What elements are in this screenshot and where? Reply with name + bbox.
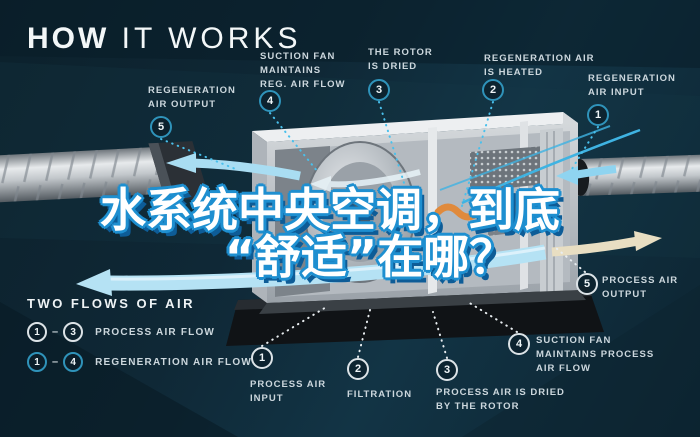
badge-regeneration-4: 4 bbox=[259, 90, 281, 112]
badge-regeneration-3: 3 bbox=[368, 79, 390, 101]
label-filtration: FILTRATION bbox=[347, 389, 413, 400]
badge-regeneration-5: 5 bbox=[150, 116, 172, 138]
label-regeneration-air-output: REGENERATION AIR OUTPUT bbox=[148, 85, 236, 110]
label-suction-fan-process: SUCTION FAN MAINTAINS PROCESS AIR FLOW bbox=[536, 335, 655, 374]
leader-lines bbox=[160, 101, 599, 359]
legend-row-regeneration: 1 – 4 REGENERATION AIR FLOW bbox=[27, 351, 252, 373]
badge-regeneration-1: 1 bbox=[587, 104, 609, 126]
regeneration-output-arrow bbox=[166, 153, 301, 181]
title-bold: HOW bbox=[27, 22, 110, 55]
legend-row-process: 1 – 3 PROCESS AIR FLOW bbox=[27, 321, 252, 343]
badge-regeneration-2: 2 bbox=[482, 79, 504, 101]
process-output-cream-arrow bbox=[551, 231, 662, 257]
inner-flow-line-1 bbox=[461, 128, 641, 205]
label-rotor-is-dried: THE ROTOR IS DRIED bbox=[368, 47, 433, 72]
badge-process-5: 5 bbox=[576, 273, 598, 295]
headline-line-2: “舒适”在哪？ bbox=[224, 230, 516, 284]
label-process-air-input: PROCESS AIR INPUT bbox=[250, 379, 327, 404]
heater-coil bbox=[434, 203, 522, 221]
badge-process-1: 1 bbox=[251, 347, 273, 369]
label-process-air-dried: PROCESS AIR IS DRIED BY THE ROTOR bbox=[436, 387, 565, 412]
badge-process-2: 2 bbox=[347, 358, 369, 380]
badge-process-4: 4 bbox=[508, 333, 530, 355]
page-title: HOW IT WORKS bbox=[27, 22, 301, 56]
airflow-arrows bbox=[76, 125, 662, 296]
legend: TWO FLOWS OF AIR 1 – 3 PROCESS AIR FLOW … bbox=[27, 296, 252, 381]
rotor-flow-arrow bbox=[310, 169, 421, 192]
title-light: IT WORKS bbox=[109, 22, 302, 55]
legend-label-process: PROCESS AIR FLOW bbox=[95, 326, 216, 338]
legend-circle-from: 1 bbox=[27, 322, 47, 342]
inner-flow-line-2 bbox=[439, 125, 611, 191]
legend-dash: – bbox=[52, 326, 59, 338]
headline-line-1: 水系统中央空调，到底 bbox=[100, 183, 560, 237]
label-suction-fan-reg: SUCTION FAN MAINTAINS REG. AIR FLOW bbox=[260, 51, 346, 90]
legend-circle-from: 1 bbox=[27, 352, 47, 372]
label-process-air-output: PROCESS AIR OUTPUT bbox=[602, 275, 679, 300]
badge-process-3: 3 bbox=[436, 359, 458, 381]
legend-label-regeneration: REGENERATION AIR FLOW bbox=[95, 356, 252, 368]
legend-circle-to: 4 bbox=[63, 352, 84, 372]
process-air-ribbon-arrow bbox=[76, 244, 547, 296]
regeneration-input-arrow bbox=[556, 165, 617, 185]
legend-dash: – bbox=[52, 356, 59, 368]
label-regeneration-air-heated: REGENERATION AIR IS HEATED bbox=[484, 53, 595, 78]
legend-title: TWO FLOWS OF AIR bbox=[27, 296, 196, 311]
legend-circle-to: 3 bbox=[63, 322, 84, 342]
label-regeneration-air-input: REGENERATION AIR INPUT bbox=[588, 73, 676, 98]
